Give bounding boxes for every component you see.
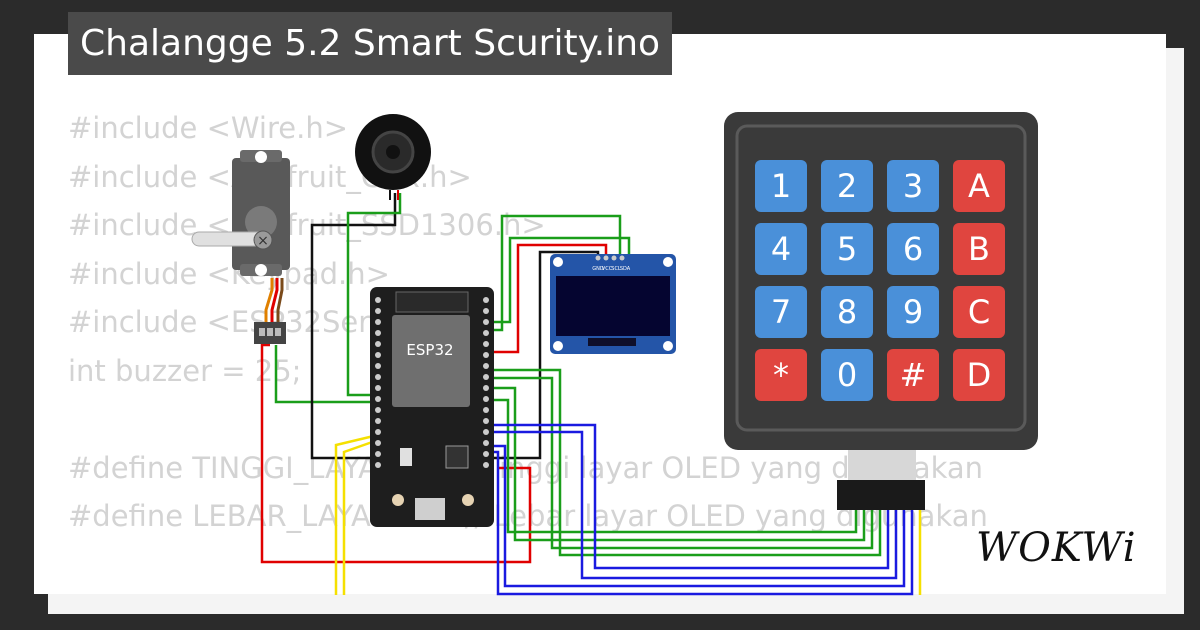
oled-pin-sda: SDA [620,266,631,272]
keypad-4x4[interactable]: 1 2 3 A 4 5 6 B 7 8 9 C * 0 # D [724,112,1038,510]
buzzer[interactable] [355,114,431,200]
wire-yellow-1 [334,433,379,595]
wire-oled-green-2 [492,214,622,332]
servo-screw-icon: × [257,233,269,249]
keypad-key-label: B [968,230,990,268]
keypad-key-6[interactable] [887,223,939,275]
keypad-key-label: 9 [903,293,923,331]
keypad-key-9[interactable] [887,286,939,338]
wire-yellow-2 [342,438,379,595]
wire-buzzer-black [310,193,397,460]
keypad-key-label: 8 [837,293,857,331]
keypad-key-5[interactable] [821,223,873,275]
keypad-key-C[interactable] [953,286,1005,338]
wire-key-green-4 [492,398,858,534]
esp32-pins-left [375,297,381,468]
wire-oled-red [492,243,608,354]
wire-servo-red [260,343,532,564]
wire-servo-green [274,345,378,404]
keypad-key-3[interactable] [887,160,939,212]
esp32-label: ESP32 [406,341,453,359]
esp32-pins-right [483,297,489,468]
oled-pin-scl: SCL [611,266,621,272]
code-line: #include <Wire.h> [68,111,349,145]
wire-key-blue-3 [492,444,906,588]
keypad-key-label: 7 [771,293,791,331]
keypad-key-label: C [968,293,990,331]
wire-key-green-3 [492,386,866,542]
keypad-key-label: * [773,356,789,394]
wokwi-logo: WOKWi [976,525,1137,571]
wire-oled-green-1 [492,236,631,324]
project-title: Chalangge 5.2 Smart Scurity.ino [68,12,673,75]
keypad-key-label: 0 [837,356,857,394]
wire-key-blue-4 [492,450,914,596]
keypad-key-label: 5 [837,230,857,268]
keypad-key-label: # [900,356,927,394]
keypad-key-*[interactable] [755,349,807,401]
keypad-key-8[interactable] [821,286,873,338]
keypad-key-1[interactable] [755,160,807,212]
esp32-board[interactable]: ESP32 [370,287,494,527]
keypad-key-0[interactable] [821,349,873,401]
keypad-key-label: 3 [903,167,923,205]
keypad-key-2[interactable] [821,160,873,212]
wire-buzzer-red [346,193,402,397]
wire-key-blue-2 [492,430,898,580]
keypad-key-label: 4 [771,230,791,268]
keypad-key-label: 2 [837,167,857,205]
wire-key-green-1 [492,368,882,557]
keypad-key-label: A [968,167,990,205]
oled-pin-vcc: VCC [602,266,613,272]
keypad-key-label: 6 [903,230,923,268]
wires [260,193,922,596]
oled-pin-gnd: GND [592,266,604,272]
wire-key-blue-1 [492,423,890,570]
keypad-key-label: D [967,356,992,394]
keypad-key-label: 1 [771,167,791,205]
wire-key-green-2 [492,376,874,550]
keypad-key-A[interactable] [953,160,1005,212]
keypad-key-4[interactable] [755,223,807,275]
servo-motor[interactable]: × [191,150,290,344]
keypad-key-B[interactable] [953,223,1005,275]
keypad-key-D[interactable] [953,349,1005,401]
keypad-key-#[interactable] [887,349,939,401]
keypad-keys: 1 2 3 A 4 5 6 B 7 8 9 C * 0 # D [755,160,1005,401]
oled-display[interactable]: GND VCC SCL SDA [550,254,676,354]
keypad-key-7[interactable] [755,286,807,338]
